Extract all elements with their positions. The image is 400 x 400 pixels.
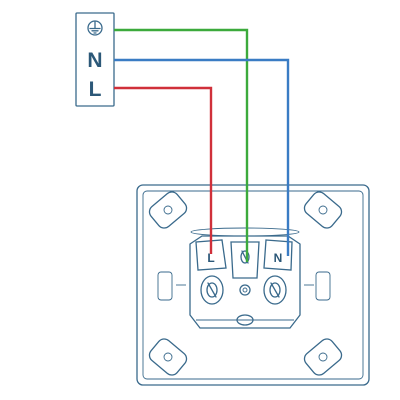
mechanism-center-hole: [239, 284, 251, 296]
side-slot-right: [315, 271, 331, 301]
socket-terminal-right: N: [263, 239, 293, 305]
earth-ground-icon: [87, 20, 103, 36]
socket-terminal-earth: [230, 241, 260, 279]
socket-terminal-label-n: N: [274, 251, 283, 265]
mounting-lug-top-right: [303, 191, 343, 229]
supply-terminal-block: N L: [75, 12, 115, 107]
neutral-wire: [114, 58, 290, 256]
terminal-label-l: L: [89, 78, 102, 101]
wires: [114, 28, 290, 262]
terminal-label-n: N: [87, 49, 102, 72]
socket-plate-inner: [142, 190, 364, 380]
socket-terminal-left: L: [195, 239, 227, 305]
side-slot-left: [157, 271, 173, 301]
socket-terminal-label-l: L: [207, 251, 214, 265]
mechanism-bottom-hole: [236, 314, 254, 326]
mechanism-top-rim: [190, 227, 300, 237]
mounting-lug-bottom-right: [303, 338, 343, 376]
earth-wire: [114, 28, 249, 262]
mounting-lug-top-left: [148, 191, 188, 229]
live-wire: [114, 86, 213, 254]
mounting-lug-bottom-left: [148, 338, 188, 376]
socket-base: L N: [136, 184, 370, 386]
socket-plate-outer: [136, 184, 370, 386]
